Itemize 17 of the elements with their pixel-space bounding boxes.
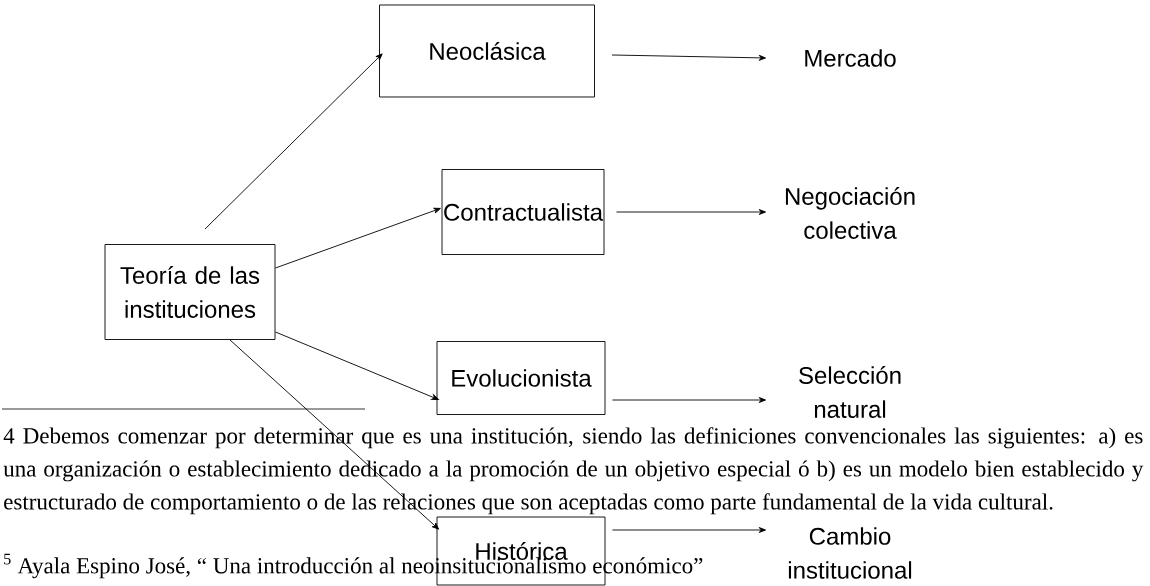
arrow [275,207,441,269]
arrow [204,53,383,230]
arrow [611,54,767,61]
arrow [275,331,439,400]
outcome-text: Negociación colectiva [785,187,915,239]
outcome-text: Mercado [805,49,896,67]
arrow [229,339,440,530]
process-box: Teoría de las instituciones [104,244,276,340]
arrow [616,209,767,215]
process-box: Contractualista [441,169,605,255]
outcome-text: Selección natural [799,366,901,418]
process-box: Neoclásica [379,4,595,98]
footnote-text: 4 Debemos comenzar por determinar que es una institución, siendo las definiciones convencionales las siguientes: a) es una organización o establecimiento dedicado a la promoción de un objetivo especial ó b) es un modelo bien establecido y estructurado de comportamiento o de las relaciones que son aceptadas como parte fundamental de la vida cultural. [3,427,1144,515]
process-box: Evolucionista [436,341,606,415]
arrow [612,397,767,403]
outcome-text: Cambio institucional [788,527,912,579]
arrow [612,527,767,533]
